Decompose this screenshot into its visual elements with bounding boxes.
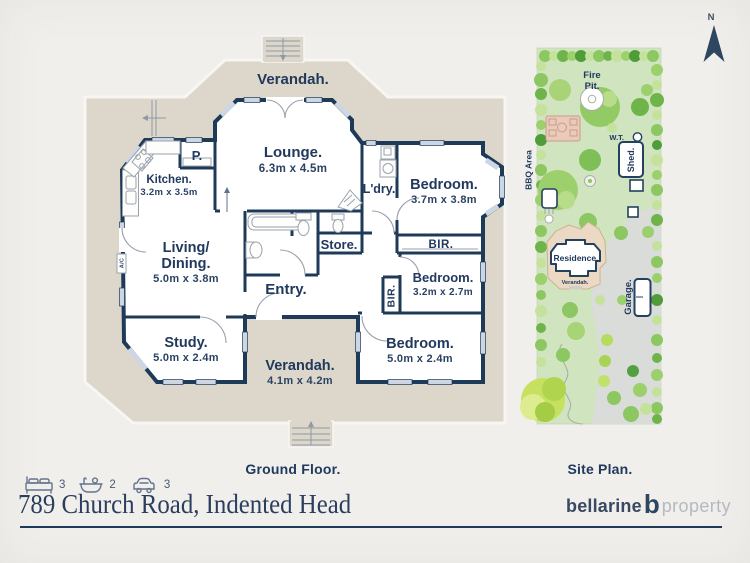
living-dining-dims: 5.0m x 3.8m: [153, 273, 219, 285]
fire-pit-label1: Fire: [583, 70, 600, 81]
garden-path-line: [558, 343, 584, 425]
bedroom1-label: Bedroom.: [410, 177, 478, 193]
water-tank-label: W.T.: [609, 133, 624, 142]
front-stairs: [261, 35, 305, 63]
property-address: 789 Church Road, Indented Head: [18, 489, 352, 519]
site-residence: [546, 221, 607, 290]
north-label: N: [708, 12, 715, 23]
verandah-bottom-dims: 4.1m x 4.2m: [267, 375, 333, 387]
study-label: Study.: [164, 335, 207, 351]
study-dims: 5.0m x 2.4m: [153, 352, 219, 364]
living-dining-label1: Living/: [163, 240, 210, 256]
kitchen-dims: 3.2m x 3.5m: [140, 187, 197, 198]
lounge-dims: 6.3m x 4.5m: [259, 163, 328, 175]
rear-stairs: [288, 419, 334, 448]
divider-rule: [20, 526, 722, 528]
laundry-label: L'dry.: [363, 182, 396, 196]
bath-icon: [79, 477, 104, 493]
brand-logo: bellarine b property: [566, 488, 731, 519]
beds-count: 3: [59, 479, 66, 491]
site-plan-caption: Site Plan.: [567, 461, 633, 477]
fixtures: [116, 140, 397, 274]
pantry-label: P.: [192, 148, 203, 163]
fire-pit: [580, 87, 604, 111]
living-dining-label2: Dining.: [161, 256, 210, 272]
water-tank: [632, 132, 643, 142]
bed-icon: [25, 476, 53, 494]
driveway: [591, 206, 661, 424]
bbq-area-label: BBQ Area: [524, 150, 534, 190]
north-indicator: N: [703, 12, 725, 62]
garage-label: Garage.: [623, 279, 634, 314]
doors: [119, 97, 478, 344]
brand-b-icon: b: [643, 489, 660, 519]
shed-label: Shed.: [626, 148, 636, 173]
site-verandah-label: Verandah.: [562, 280, 589, 286]
utility-box-1: [629, 179, 644, 192]
bedroom2-dims: 3.2m x 2.7m: [413, 287, 473, 298]
trees: [534, 50, 664, 424]
entry-label: Entry.: [265, 281, 306, 298]
baths-count: 2: [109, 479, 116, 491]
kitchen-label: Kitchen.: [146, 174, 191, 186]
bedroom3-label: Bedroom.: [386, 336, 454, 352]
letterbox: [541, 188, 558, 224]
bedroom3-dims: 5.0m x 2.4m: [387, 353, 453, 365]
floor-plan: Verandah. Lounge. 6.3m x 4.5m P. Kitchen…: [83, 35, 507, 448]
bir2-label: BIR.: [386, 285, 398, 308]
bedroom2-label: Bedroom.: [413, 270, 474, 285]
ramp-arrow: [142, 100, 166, 136]
shed: [618, 141, 644, 178]
brand-name: bellarine: [566, 496, 642, 516]
utility-box-2: [627, 206, 639, 218]
plans-canvas: Verandah. Lounge. 6.3m x 4.5m P. Kitchen…: [83, 12, 725, 448]
car-icon: [133, 477, 155, 494]
verandah-bottom-label: Verandah.: [265, 358, 334, 374]
store-label: Store.: [321, 237, 358, 252]
fire-pit-label2: Pit.: [585, 81, 600, 92]
bbq-table: [545, 115, 581, 142]
property-stats: 3 2 3: [24, 475, 178, 495]
verandah-top-label: Verandah.: [257, 71, 329, 88]
cars-count: 3: [163, 479, 171, 491]
bedroom1-dims: 3.7m x 3.8m: [411, 194, 477, 206]
residence-label: Residence.: [554, 253, 599, 263]
big-bush: [520, 377, 566, 422]
ac-label: A/C: [120, 258, 126, 268]
bir1-label: BIR.: [429, 239, 454, 251]
site-plan: Fire Pit. W.T. Shed. BBQ Area Residence.…: [520, 47, 664, 425]
compass-arrow-icon: [703, 25, 725, 62]
lounge-label: Lounge.: [264, 144, 322, 161]
ground-floor-caption: Ground Floor.: [245, 461, 341, 477]
brand-suffix: property: [661, 496, 731, 516]
